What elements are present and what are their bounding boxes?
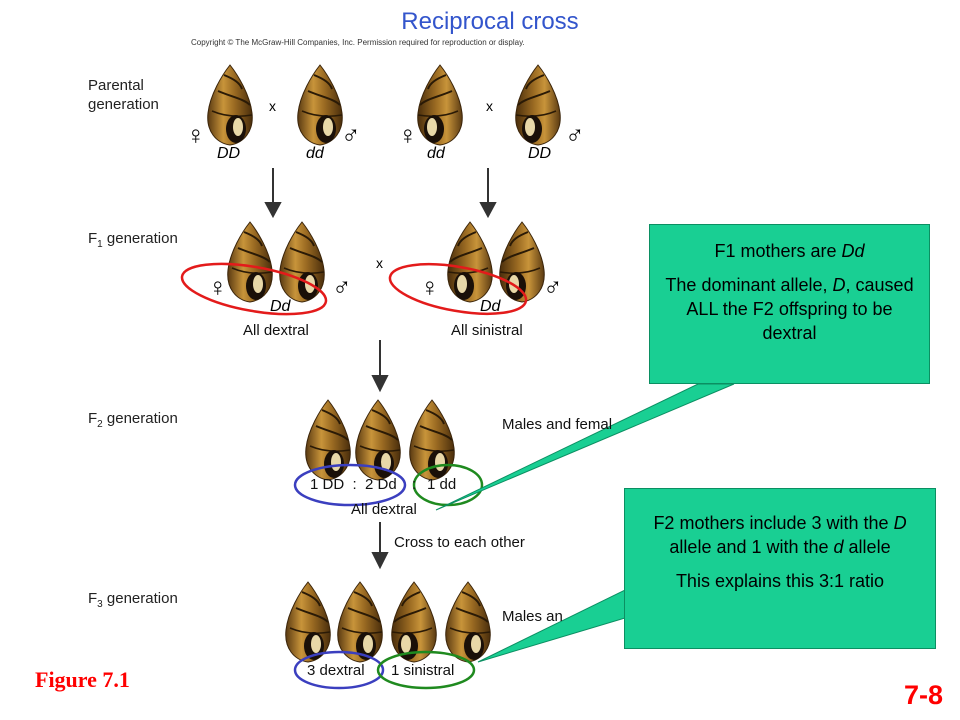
f1-right-caption: All sinistral: [451, 322, 523, 339]
cross-x-left: x: [269, 98, 276, 114]
female-symbol-f1-right: ♀: [420, 272, 440, 302]
snail-f3-4: [444, 581, 492, 663]
callout2-para1: F2 mothers include 3 with the D allele a…: [653, 513, 907, 557]
male-symbol-p2: ♂: [341, 120, 361, 150]
callout2-para2: This explains this 3:1 ratio: [675, 571, 885, 591]
genotype-p3: dd: [427, 145, 445, 162]
snail-parental-2: [296, 64, 344, 146]
snail-f3-3: [390, 581, 438, 663]
f3-green-ring: [376, 650, 476, 690]
slide-number: 7-8: [904, 680, 944, 710]
genotype-p1: DD: [217, 145, 241, 162]
male-symbol-f1-left: ♂: [332, 272, 352, 302]
genotype-p4: DD: [528, 145, 552, 162]
genotype-p2: dd: [306, 145, 324, 162]
snail-f2-1: [304, 399, 352, 481]
genotype-f1-left: Dd: [270, 298, 291, 315]
figure-label: Figure 7.1: [35, 667, 130, 692]
f1-left-caption: All dextral: [243, 322, 309, 339]
cross-x-right: x: [486, 98, 493, 114]
f2-ratio-colon: :: [412, 476, 417, 493]
f2-blue-ring: [293, 463, 407, 507]
f3-side-label: Males an: [502, 608, 563, 625]
parental-generation-label: Parental generation: [88, 77, 159, 113]
genotype-f1-right: Dd: [480, 298, 501, 315]
callout-f1-mothers: F1 mothers are Dd The dominant allele, D…: [649, 224, 930, 384]
f3-dextral-count: 3 dextral: [307, 662, 365, 679]
callout1-line2: The dominant allele, D, caused ALL the F…: [665, 275, 914, 343]
snail-parental-1: [206, 64, 254, 146]
snail-f1-3: [446, 221, 494, 303]
snail-parental-3: [416, 64, 464, 146]
f2-side-label: Males and femal: [502, 416, 613, 433]
slide-title: Reciprocal cross: [401, 8, 579, 35]
f1-cross-x: x: [376, 255, 383, 271]
f3-cross-label: Cross to each other: [394, 534, 525, 551]
f1-generation-label: F1 generation: [88, 230, 178, 250]
snail-f3-2: [336, 581, 384, 663]
callout2-pointer: [477, 589, 626, 663]
f2-ratio-recessive: 1 dd: [427, 476, 457, 493]
f3-generation-label: F3 generation: [88, 590, 178, 610]
f2-generation-label: F2 generation: [88, 410, 178, 430]
f3-sinistral-count: 1 sinistral: [391, 662, 455, 679]
f1-left-ring: [180, 262, 328, 316]
f2-ratio-dominant: 1 DD : 2 Dd: [310, 476, 397, 493]
male-symbol-f1-right: ♂: [543, 272, 563, 302]
f3-blue-ring: [293, 650, 385, 690]
callout-f2-mothers: F2 mothers include 3 with the D allele a…: [624, 488, 936, 649]
snail-parental-4: [514, 64, 562, 146]
f1-right-ring: [388, 262, 528, 316]
copyright-notice: Copyright © The McGraw-Hill Companies, I…: [191, 38, 525, 47]
callout1-pointer: [435, 383, 735, 511]
female-symbol-p1: ♀: [186, 120, 206, 150]
f2-caption: All dextral: [351, 501, 417, 518]
female-symbol-p3: ♀: [398, 120, 418, 150]
snail-f3-1: [284, 581, 332, 663]
snail-f1-1: [226, 221, 274, 303]
female-symbol-f1-left: ♀: [208, 272, 228, 302]
callout1-line1: F1 mothers are Dd: [714, 241, 865, 261]
male-symbol-p4: ♂: [565, 120, 585, 150]
